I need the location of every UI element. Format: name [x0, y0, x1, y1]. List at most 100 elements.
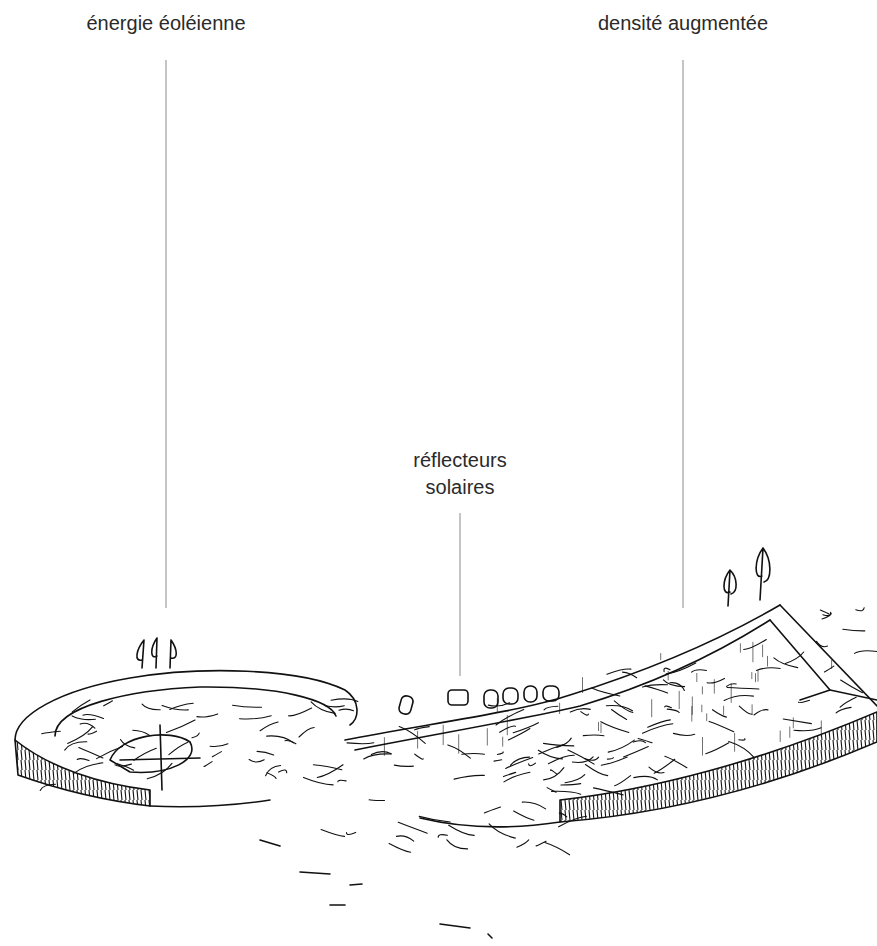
- building-line: [780, 731, 781, 742]
- scribble-stroke: [83, 715, 104, 719]
- scribble-stroke: [454, 775, 484, 779]
- scribble-stroke: [663, 680, 684, 687]
- scribble-stroke: [538, 750, 562, 759]
- scribble-stroke: [68, 727, 93, 744]
- solar-reflector: [503, 688, 518, 704]
- scribble-stroke: [204, 762, 212, 767]
- scribble-stroke: [615, 776, 631, 786]
- scribble-stroke: [240, 716, 272, 719]
- scribble-stroke: [42, 731, 61, 734]
- scribble-stroke: [654, 759, 675, 773]
- scribble-stroke: [841, 680, 863, 693]
- building-line: [651, 700, 652, 717]
- leader-line: [166, 60, 167, 608]
- callout-label: énergie éoléienne: [36, 10, 296, 37]
- scribble-stroke: [510, 757, 529, 765]
- scribble-stroke: [785, 652, 803, 664]
- scribble-stroke: [142, 704, 160, 710]
- platform-inner-edge: [355, 620, 770, 750]
- scribble-stroke: [664, 668, 670, 672]
- building-line: [821, 721, 822, 737]
- scribble-stroke: [304, 777, 334, 785]
- scribble-stroke: [529, 763, 536, 766]
- scribble-stroke: [517, 840, 529, 848]
- building-line: [679, 691, 680, 708]
- scribble-stroke: [706, 743, 729, 754]
- building-line: [752, 642, 753, 662]
- scribble-stroke: [624, 747, 649, 757]
- scribble-stroke: [836, 707, 851, 712]
- building-line: [668, 671, 669, 680]
- scribble-stroke: [612, 710, 627, 720]
- callout-label: densité augmentée: [553, 10, 813, 37]
- scribble-stroke: [398, 822, 427, 833]
- building-line: [714, 680, 715, 694]
- building-line: [502, 737, 503, 746]
- scribble-stroke: [133, 730, 150, 735]
- scribble-stroke: [104, 701, 113, 706]
- scribble-stroke: [633, 741, 645, 743]
- platform-edge: [770, 605, 877, 706]
- scribble-stroke: [783, 719, 811, 724]
- scribble-stroke: [572, 757, 593, 763]
- scribble-stroke: [665, 706, 672, 708]
- building-line: [751, 673, 752, 679]
- ground-marks: [260, 840, 492, 938]
- scribble-stroke: [585, 765, 607, 776]
- building-line: [692, 697, 693, 715]
- scribble-stroke: [147, 763, 172, 778]
- scribble-stroke: [840, 697, 856, 707]
- scribble-stroke: [744, 640, 767, 650]
- scribble-stroke: [419, 816, 450, 822]
- building-line: [762, 645, 763, 657]
- building-line: [767, 656, 768, 666]
- scribble-stroke: [692, 670, 707, 672]
- leader-line: [460, 513, 461, 676]
- building-line: [582, 678, 583, 693]
- platform-inner-edge: [55, 687, 336, 736]
- scribble-stroke: [325, 706, 344, 707]
- scribble-stroke: [369, 799, 384, 801]
- building-line: [740, 644, 741, 653]
- scribble-stroke: [508, 729, 530, 740]
- scribble-stroke: [266, 766, 281, 776]
- building-line: [734, 733, 735, 751]
- platform-edge: [150, 800, 270, 807]
- scribble-stroke: [544, 706, 558, 710]
- scribble-stroke: [606, 705, 632, 710]
- solar-reflector: [543, 686, 559, 701]
- scribble-stroke: [581, 712, 589, 716]
- scribble-stroke: [583, 734, 604, 736]
- scribble-stroke: [592, 688, 620, 696]
- scribble-stroke: [233, 705, 262, 707]
- building-line: [831, 660, 832, 668]
- scribble-stroke: [799, 700, 810, 702]
- solar-reflector: [398, 695, 414, 715]
- building-line: [384, 738, 385, 756]
- scribble-stroke: [489, 824, 515, 838]
- scribble-stroke: [539, 745, 564, 755]
- scribble-stroke: [347, 742, 374, 744]
- scribble-stroke: [739, 706, 752, 714]
- scribble-stroke: [115, 764, 131, 766]
- scribble-stroke: [267, 773, 276, 779]
- building-line: [752, 705, 753, 714]
- building-line: [507, 716, 508, 735]
- building-line: [443, 725, 444, 745]
- building-line: [487, 729, 488, 746]
- scribble-stroke: [570, 709, 590, 712]
- platform-edge: [15, 671, 357, 740]
- scribble-stroke: [665, 756, 687, 767]
- scribble-stroke: [134, 748, 156, 760]
- scribble-stroke: [347, 832, 356, 834]
- building-line: [723, 706, 724, 714]
- scribble-stroke: [399, 727, 425, 744]
- scribble-stroke: [514, 811, 534, 820]
- scribble-stroke: [645, 686, 668, 693]
- leader-line: [683, 60, 684, 608]
- building-line: [601, 724, 602, 733]
- building-line: [660, 654, 661, 660]
- scribble-stroke: [449, 825, 475, 835]
- scribble-stroke: [72, 700, 90, 712]
